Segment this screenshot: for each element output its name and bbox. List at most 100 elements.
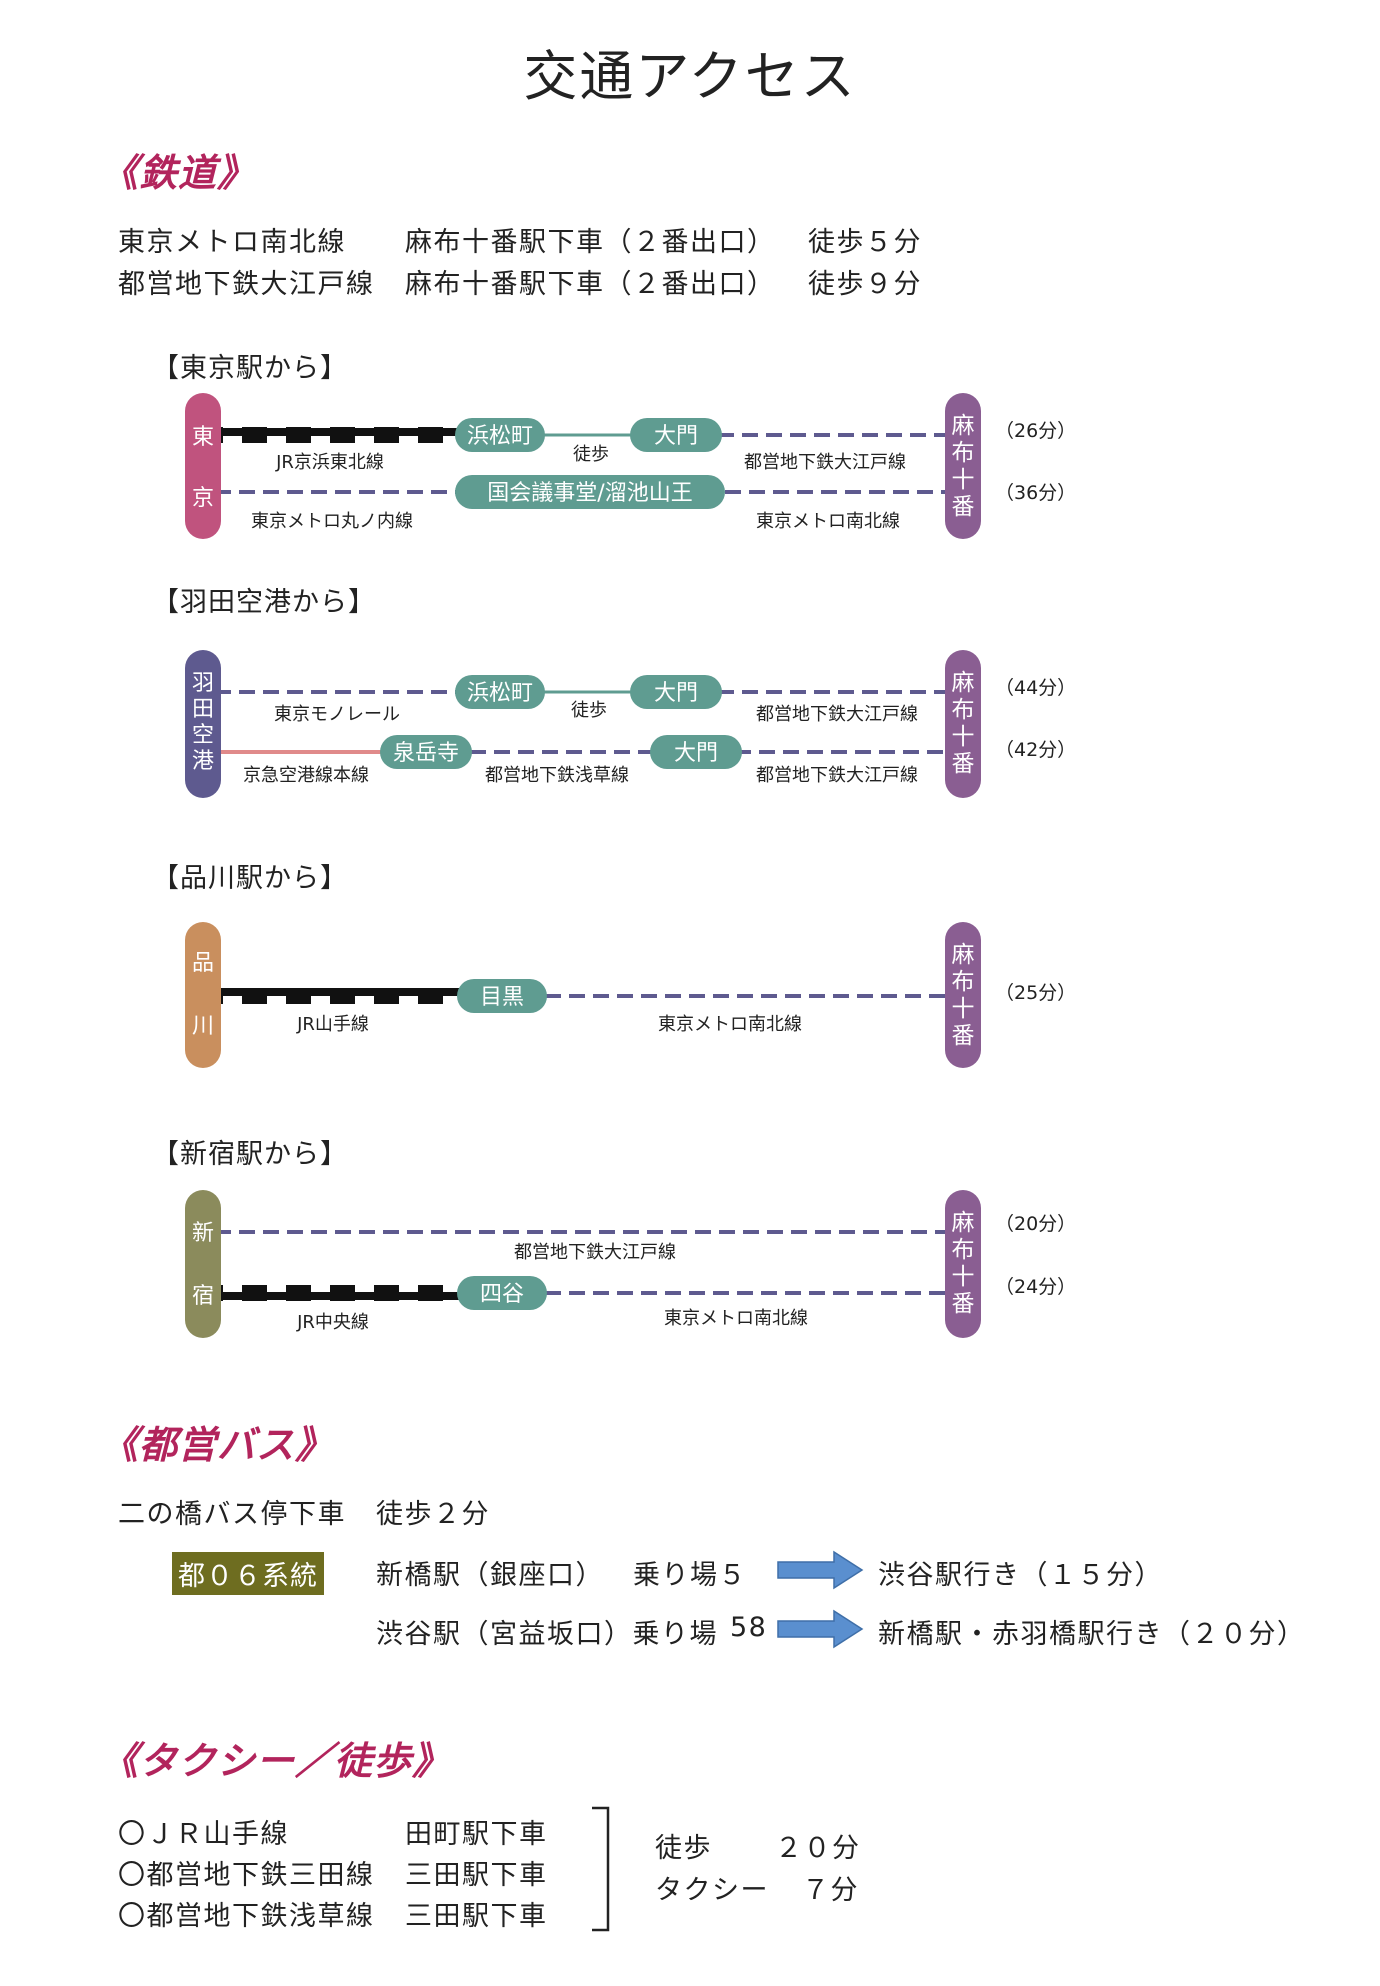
dest-char: 布 <box>952 440 975 466</box>
dest-char: 麻 <box>952 942 975 968</box>
taxi-row-1-station: 田町駅下車 <box>405 1819 548 1850</box>
stop-label: 目黒 <box>480 985 524 1010</box>
origin-char: 東 <box>192 425 214 450</box>
stop-label: 大門 <box>654 424 698 449</box>
stop-label: 四谷 <box>480 1282 524 1307</box>
origin-char: 空 <box>192 723 214 748</box>
origin-char: 川 <box>192 1014 214 1039</box>
arrow-right-icon <box>777 1609 864 1649</box>
route-heading-tokyo: 【東京駅から】 <box>152 353 348 384</box>
stop-daimon <box>630 675 722 709</box>
bus-row-2-platform: 58 <box>730 1612 768 1643</box>
stop-label: 国会議事堂/溜池山王 <box>487 481 692 506</box>
jr-yamanote-line <box>215 988 465 1004</box>
rail-station-2: 麻布十番駅下車（２番出口） <box>405 269 776 300</box>
taxi-row-2-station: 三田駅下車 <box>405 1860 548 1891</box>
stop-kokkai <box>455 475 725 509</box>
jr-chuo-line <box>215 1285 465 1301</box>
line-label: 東京メトロ南北線 <box>658 1014 802 1035</box>
stop-label: 泉岳寺 <box>393 741 459 766</box>
route-heading-haneda: 【羽田空港から】 <box>152 587 376 618</box>
origin-char: 品 <box>192 951 214 976</box>
line-label: JR山手線 <box>296 1014 369 1035</box>
line-label: 都営地下鉄大江戸線 <box>514 1242 676 1263</box>
stop-hamamatsucho <box>455 675 545 709</box>
origin-shinjuku-badge <box>185 1190 221 1338</box>
rail-station-1: 麻布十番駅下車（２番出口） <box>405 227 776 258</box>
dest-char: 十 <box>952 1264 975 1290</box>
route-heading-shinagawa: 【品川駅から】 <box>152 863 348 894</box>
dest-char: 布 <box>952 1237 975 1263</box>
dest-char: 番 <box>952 1291 975 1317</box>
walk-time: ２０分 <box>775 1833 861 1864</box>
time-label: （36分） <box>995 482 1076 504</box>
dest-char: 番 <box>952 1023 975 1049</box>
page-title: 交通アクセス <box>523 45 857 108</box>
stop-daimon <box>630 418 722 452</box>
route-haneda: 羽 田 空 港 麻 布 十 番 浜松町 大門 泉岳寺 大門 東京モノレール 徒歩… <box>185 650 1076 798</box>
taxi-row-3-station: 三田駅下車 <box>405 1901 548 1932</box>
bus-walk: 徒歩２分 <box>376 1499 490 1530</box>
origin-char: 田 <box>192 697 214 722</box>
dest-char: 番 <box>952 751 975 777</box>
bus-row-1-platform: 乗り場５ <box>633 1560 747 1591</box>
line-label: 都営地下鉄大江戸線 <box>756 704 918 725</box>
dest-azabu-badge <box>945 1190 981 1338</box>
taxi-label: タクシー <box>655 1875 769 1906</box>
origin-tokyo-badge <box>185 393 221 539</box>
time-label: （24分） <box>995 1276 1076 1298</box>
time-label: （25分） <box>995 982 1076 1004</box>
bus-heading: 《都営バス》 <box>100 1423 335 1467</box>
dest-char: 番 <box>952 494 975 520</box>
route-tokyo: 東 京 麻 布 十 番 浜松町 大門 国会議事堂/溜池山王 JR京浜東北線 徒歩… <box>185 393 1076 539</box>
route-diagram: 東 京 麻 布 十 番 浜松町 大門 国会議事堂/溜池山王 JR京浜東北線 徒歩… <box>185 393 1076 1338</box>
taxi-row-3-line: 〇都営地下鉄浅草線 <box>118 1901 375 1932</box>
origin-char: 京 <box>192 486 214 511</box>
dest-azabu-badge <box>945 922 981 1068</box>
dest-char: 麻 <box>952 670 975 696</box>
bus-row-1-from: 新橋駅（銀座口） <box>376 1560 604 1591</box>
origin-char: 新 <box>192 1221 214 1246</box>
walk-label: 徒歩 <box>655 1833 712 1864</box>
bus-row-2-to: 新橋駅・赤羽橋駅行き（２０分） <box>878 1619 1306 1650</box>
line-label: 東京モノレール <box>274 704 400 725</box>
stop-daimon-2 <box>650 735 742 769</box>
bus-row-2-from: 渋谷駅（宮益坂口）乗り場 <box>376 1619 718 1650</box>
taxi-time: ７分 <box>802 1875 859 1906</box>
bus-stop: 二の橋バス停下車 <box>118 1499 346 1530</box>
rail-line-2: 都営地下鉄大江戸線 <box>118 269 375 300</box>
line-label: 都営地下鉄大江戸線 <box>744 452 906 473</box>
route-shinjuku: 新 宿 麻 布 十 番 四谷 都営地下鉄大江戸線 JR中央線 東京メトロ南北線 … <box>185 1190 1076 1338</box>
dest-char: 麻 <box>952 413 975 439</box>
time-label: （26分） <box>995 420 1076 442</box>
stop-yotsuya <box>457 1276 547 1310</box>
line-label: 東京メトロ南北線 <box>664 1308 808 1329</box>
time-label: （20分） <box>995 1213 1076 1235</box>
stop-label: 浜松町 <box>467 681 533 706</box>
taxi-row-2-line: 〇都営地下鉄三田線 <box>118 1860 375 1891</box>
line-label: JR京浜東北線 <box>275 452 384 473</box>
line-label: 京急空港線本線 <box>243 765 369 786</box>
rail-walk-1: 徒歩５分 <box>808 227 922 258</box>
time-label: （42分） <box>995 739 1076 761</box>
dest-azabu-badge <box>945 393 981 539</box>
line-label: 徒歩 <box>573 444 609 465</box>
dest-azabu-badge <box>945 650 981 798</box>
stop-label: 浜松町 <box>467 424 533 449</box>
dest-char: 十 <box>952 724 975 750</box>
origin-char: 港 <box>192 749 214 774</box>
route-heading-shinjuku: 【新宿駅から】 <box>152 1139 348 1170</box>
bus-system-badge: 都０６系統 <box>172 1552 324 1595</box>
origin-shinagawa-badge <box>185 922 221 1068</box>
arrow-right-icon <box>777 1550 864 1590</box>
stop-sengakuji <box>380 735 472 769</box>
line-label: 東京メトロ南北線 <box>756 511 900 532</box>
stop-label: 大門 <box>674 741 718 766</box>
origin-haneda-badge <box>185 650 221 798</box>
bus-row-1-to: 渋谷駅行き（１５分） <box>878 1560 1163 1591</box>
line-label: 都営地下鉄浅草線 <box>485 765 629 786</box>
stop-hamamatsucho <box>455 418 545 452</box>
origin-char: 羽 <box>192 671 214 696</box>
dest-char: 麻 <box>952 1210 975 1236</box>
line-label: 徒歩 <box>571 700 607 721</box>
